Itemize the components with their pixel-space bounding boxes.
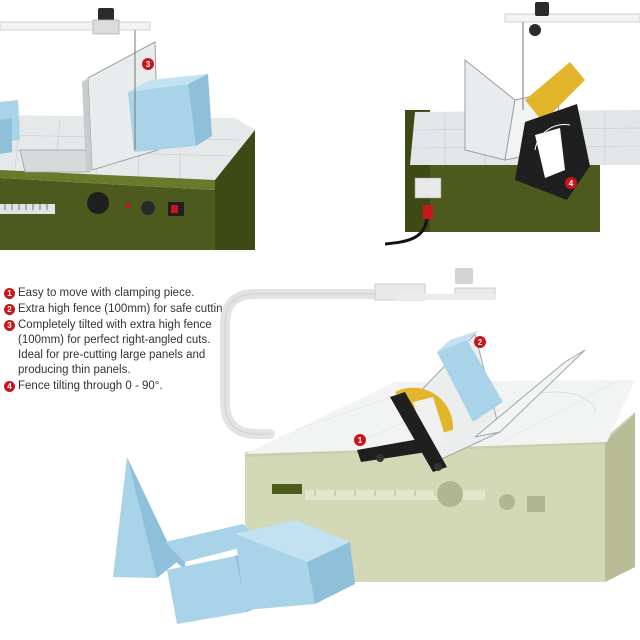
tension-knob-icon [455,268,473,284]
callout-badge [142,58,154,70]
photo-main-machine: 2 1 [95,262,640,640]
machine-illustration-left: 3 [0,8,255,250]
temperature-dial-icon [499,494,515,510]
tension-knob-icon [98,8,114,22]
machine-illustration-main: 2 1 [113,268,635,624]
feature-text: Extra high fence (100mm) for safe cuttin… [18,303,233,315]
power-dial-icon [437,481,463,507]
callout-number: 1 [358,436,363,445]
foam-pyramid [113,457,157,578]
callout-badge [354,434,366,446]
callout-number: 3 [146,60,151,69]
feature-number-badge: 3 [4,320,15,331]
feature-number-badge: 2 [4,304,15,315]
machine-front-panel [0,178,215,250]
callout-badge [565,177,577,189]
feature-text: Completely tilted with extra high fence … [18,319,212,376]
feature-number-badge: 1 [4,288,15,299]
tension-knob-icon [535,2,549,16]
photo-tall-fence: 3 [0,0,255,250]
protractor-icon [525,62,585,122]
callout-number: 2 [478,338,483,347]
callout-badge [474,336,486,348]
feature-text: Fence tilting through 0 - 90°. [18,380,163,392]
power-dial-icon [87,192,109,214]
feature-text: Easy to move with clamping piece. [18,287,195,299]
power-switch-icon [527,496,545,512]
machine-illustration-right: 4 [385,2,640,246]
photo-tilt-fence: 4 [385,0,640,250]
power-cable [385,214,429,246]
feature-number-badge: 4 [4,381,15,392]
callout-number: 4 [569,179,574,188]
temperature-dial-icon [141,201,155,215]
